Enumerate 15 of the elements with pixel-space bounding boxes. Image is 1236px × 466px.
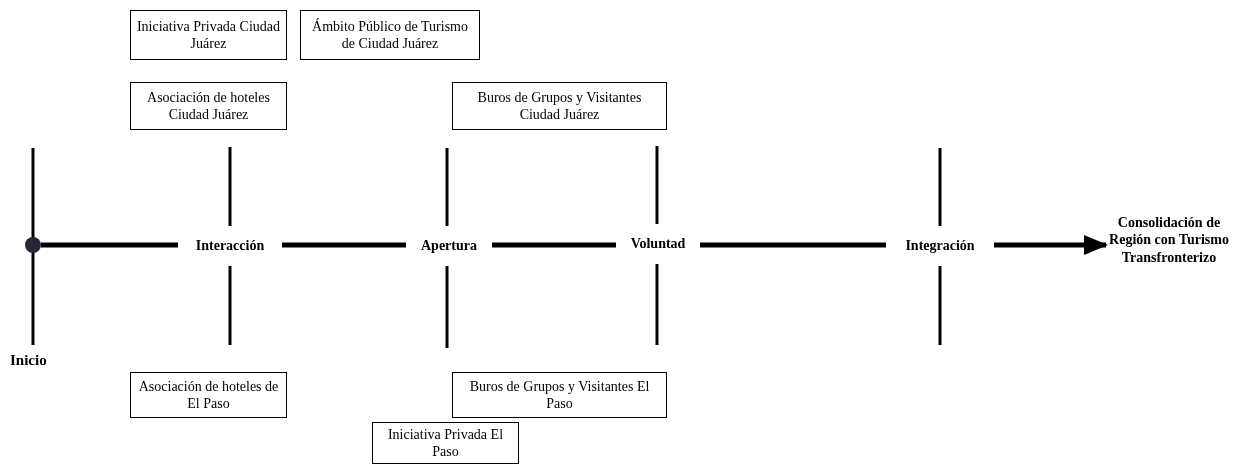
organization-box: Asociación de hoteles de El Paso: [130, 372, 287, 418]
start-dot: [25, 237, 41, 253]
organization-box: Buros de Grupos y Visitantes El Paso: [452, 372, 667, 418]
organization-box: Asociación de hoteles Ciudad Juárez: [130, 82, 287, 130]
timeline-arrow: [994, 235, 1108, 255]
timeline-segment: [492, 242, 616, 248]
start-label: Inicio: [10, 352, 47, 369]
organization-box: Ámbito Público de Turismo de Ciudad Juárez: [300, 10, 480, 60]
organization-box: Buros de Grupos y Visitantes Ciudad Juárez: [452, 82, 667, 130]
goal-label: Consolidación de Región con Turismo Transfronterizo: [1106, 198, 1232, 282]
organization-box: Iniciativa Privada El Paso: [372, 422, 519, 464]
timeline-segment: [700, 242, 886, 248]
organization-box: Iniciativa Privada Ciudad Juárez: [130, 10, 287, 60]
timeline-segment: [282, 242, 406, 248]
timeline-segment: [41, 242, 178, 248]
